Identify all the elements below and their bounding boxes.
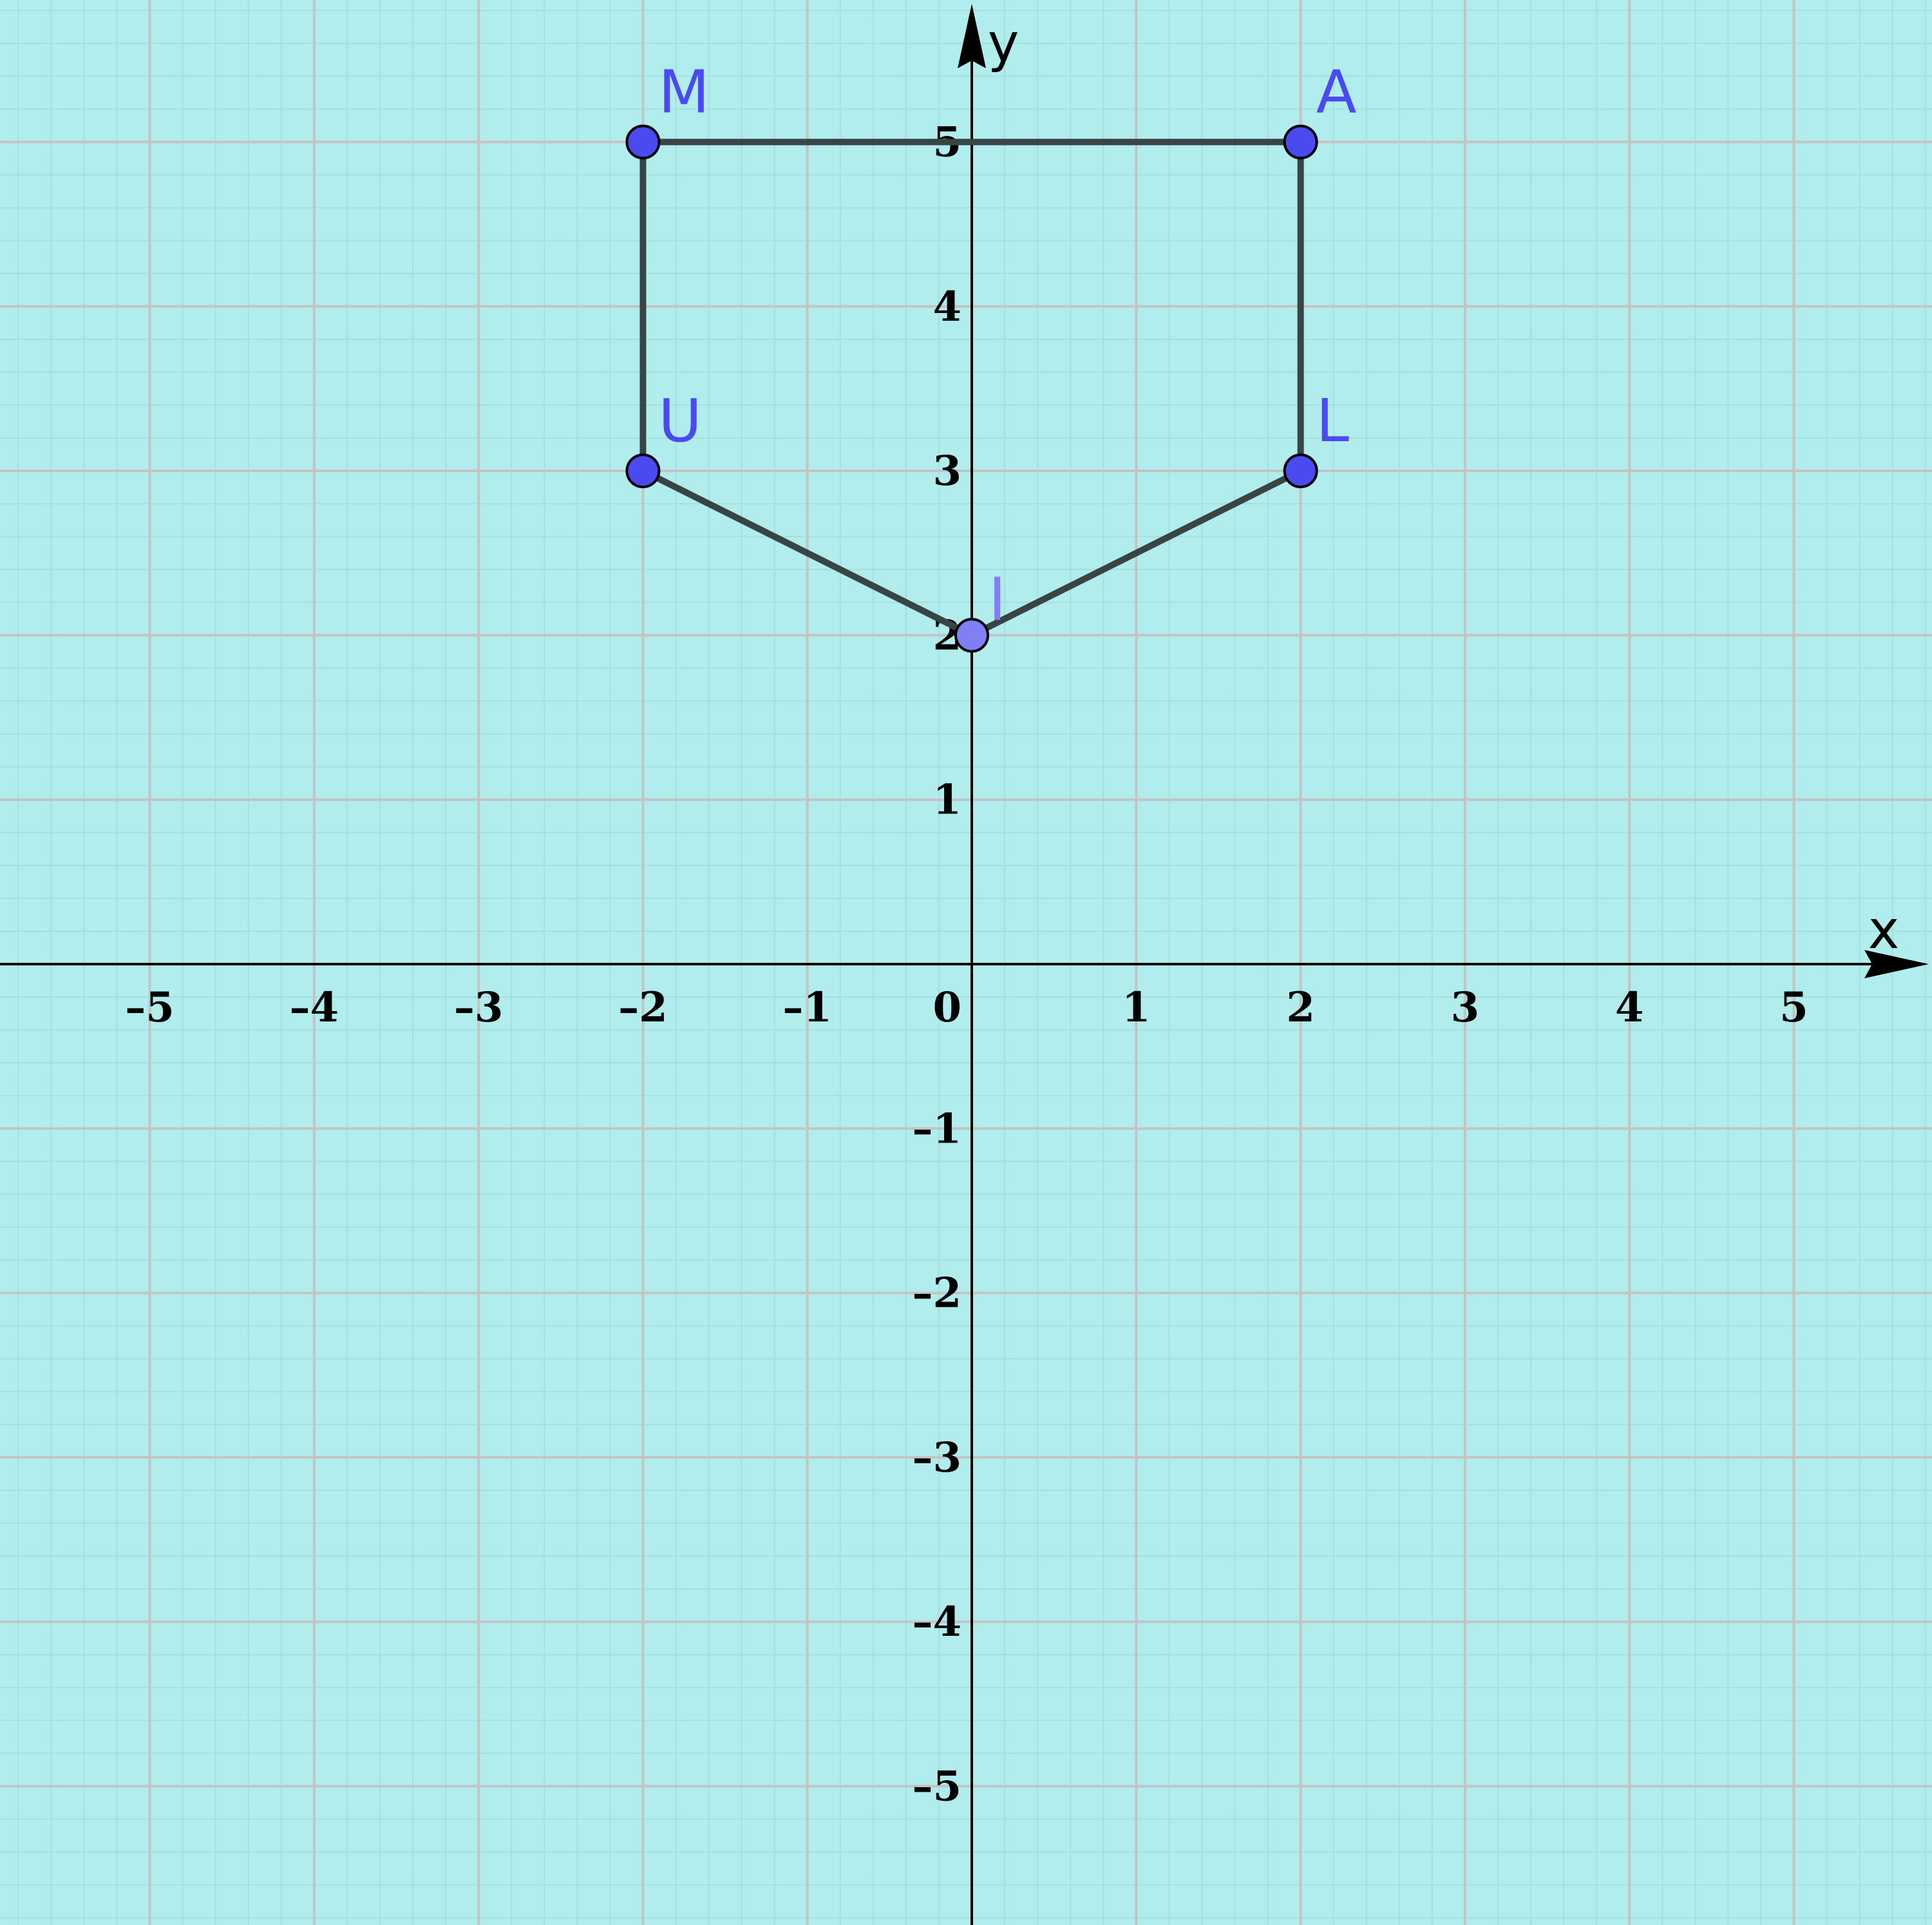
x-tick-label: –2 <box>618 983 668 1032</box>
x-tick-label: 2 <box>1286 983 1315 1032</box>
x-tick-label: –5 <box>125 983 175 1032</box>
point-L[interactable] <box>1283 453 1318 489</box>
point-U[interactable] <box>625 453 661 489</box>
point-label-M: M <box>658 58 709 127</box>
point-label-I: I <box>989 565 1006 634</box>
y-tick-label: 4 <box>933 283 961 331</box>
x-tick-label: –4 <box>290 983 339 1032</box>
x-tick-label: 5 <box>1779 983 1808 1032</box>
point-M[interactable] <box>625 124 661 160</box>
origin-label: 0 <box>933 983 961 1032</box>
point-I[interactable] <box>954 618 989 653</box>
x-axis-label: x <box>1868 900 1900 961</box>
y-tick-label: –2 <box>912 1269 961 1318</box>
point-labels: M A L I U <box>658 58 1356 634</box>
y-tick-label: –5 <box>912 1763 961 1811</box>
x-tick-label: –3 <box>454 983 504 1032</box>
x-tick-label: 3 <box>1451 983 1480 1032</box>
y-tick-label: –1 <box>912 1105 961 1153</box>
point-label-A: A <box>1316 58 1357 127</box>
y-tick-label: –3 <box>912 1434 961 1482</box>
polygon-MALIU <box>639 138 1304 639</box>
x-axis-arrow <box>1864 950 1929 978</box>
x-tick-label: 1 <box>1122 983 1151 1032</box>
y-tick-label: 1 <box>933 776 961 824</box>
points-layer <box>625 124 1318 653</box>
point-A[interactable] <box>1283 124 1318 160</box>
y-axis-arrow <box>958 4 986 68</box>
x-tick-label: 4 <box>1615 983 1644 1032</box>
point-label-U: U <box>658 386 701 455</box>
y-tick-label: –4 <box>912 1598 961 1646</box>
y-axis-label: y <box>988 13 1019 74</box>
y-tick-label: 3 <box>933 447 961 495</box>
point-label-L: L <box>1316 386 1349 455</box>
x-tick-label: –1 <box>782 983 832 1032</box>
axes: xy <box>0 4 1929 1925</box>
polygon-layer <box>639 138 1304 639</box>
